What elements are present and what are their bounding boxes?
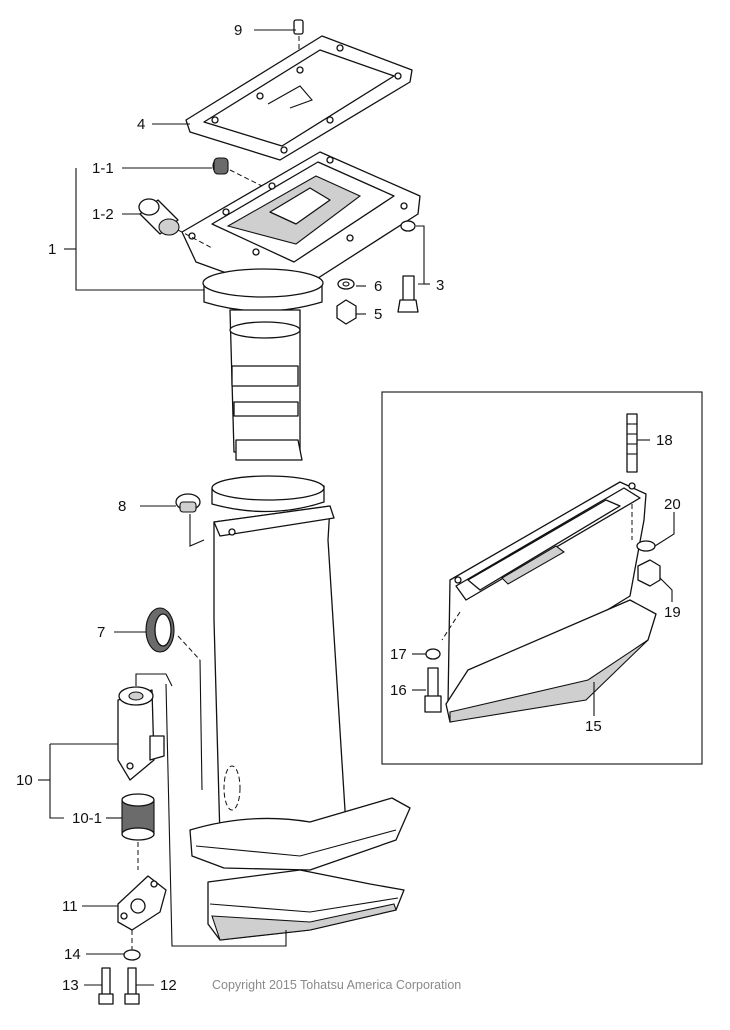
callout-3: 3 xyxy=(436,277,444,294)
callout-19: 19 xyxy=(664,604,681,621)
copyright-notice: Copyright 2015 Tohatsu America Corporati… xyxy=(212,978,461,992)
callout-17: 17 xyxy=(390,646,407,663)
callout-4: 4 xyxy=(137,116,145,133)
callout-8: 8 xyxy=(118,498,126,515)
part-13-bolt xyxy=(98,967,114,1005)
callout-12: 12 xyxy=(160,977,177,994)
callout-13: 13 xyxy=(62,977,79,994)
part-6-washer xyxy=(337,278,355,290)
part-3-bolt xyxy=(397,220,419,313)
assembly-guide-line xyxy=(165,683,287,947)
part-1-2-bushing xyxy=(138,198,213,249)
callout-5: 5 xyxy=(374,306,382,323)
part-1-adapter-plate xyxy=(181,151,421,312)
callout-6: 6 xyxy=(374,278,382,295)
callout-9: 9 xyxy=(234,22,242,39)
part-7-seal xyxy=(145,607,203,791)
callout-10-1: 10-1 xyxy=(72,810,102,827)
callout-16: 16 xyxy=(390,682,407,699)
callout-18: 18 xyxy=(656,432,673,449)
callout-11: 11 xyxy=(62,898,78,915)
part-8-grommet xyxy=(175,493,205,547)
part-1-1-grommet xyxy=(212,157,263,187)
callout-14: 14 xyxy=(64,946,81,963)
part-11-clamp-plate xyxy=(117,875,167,950)
callout-1: 1 xyxy=(48,241,56,258)
callout-7: 7 xyxy=(97,624,105,641)
callout-20: 20 xyxy=(664,496,681,513)
part-10-1-rubber-mount xyxy=(121,793,155,870)
part-5-nut xyxy=(336,299,357,325)
part-10-mount-bracket xyxy=(117,673,173,781)
callout-1-1: 1-1 xyxy=(92,160,114,177)
part-4-gasket xyxy=(185,35,413,161)
drive-shaft-housing xyxy=(189,309,411,941)
callout-10: 10 xyxy=(16,772,33,789)
part-12-bolt xyxy=(124,967,140,1005)
callout-1-2: 1-2 xyxy=(92,206,114,223)
part-14-washer xyxy=(123,949,141,961)
leader-lines xyxy=(38,29,675,986)
inset-extension-panel xyxy=(381,391,703,765)
callout-15: 15 xyxy=(585,718,602,735)
